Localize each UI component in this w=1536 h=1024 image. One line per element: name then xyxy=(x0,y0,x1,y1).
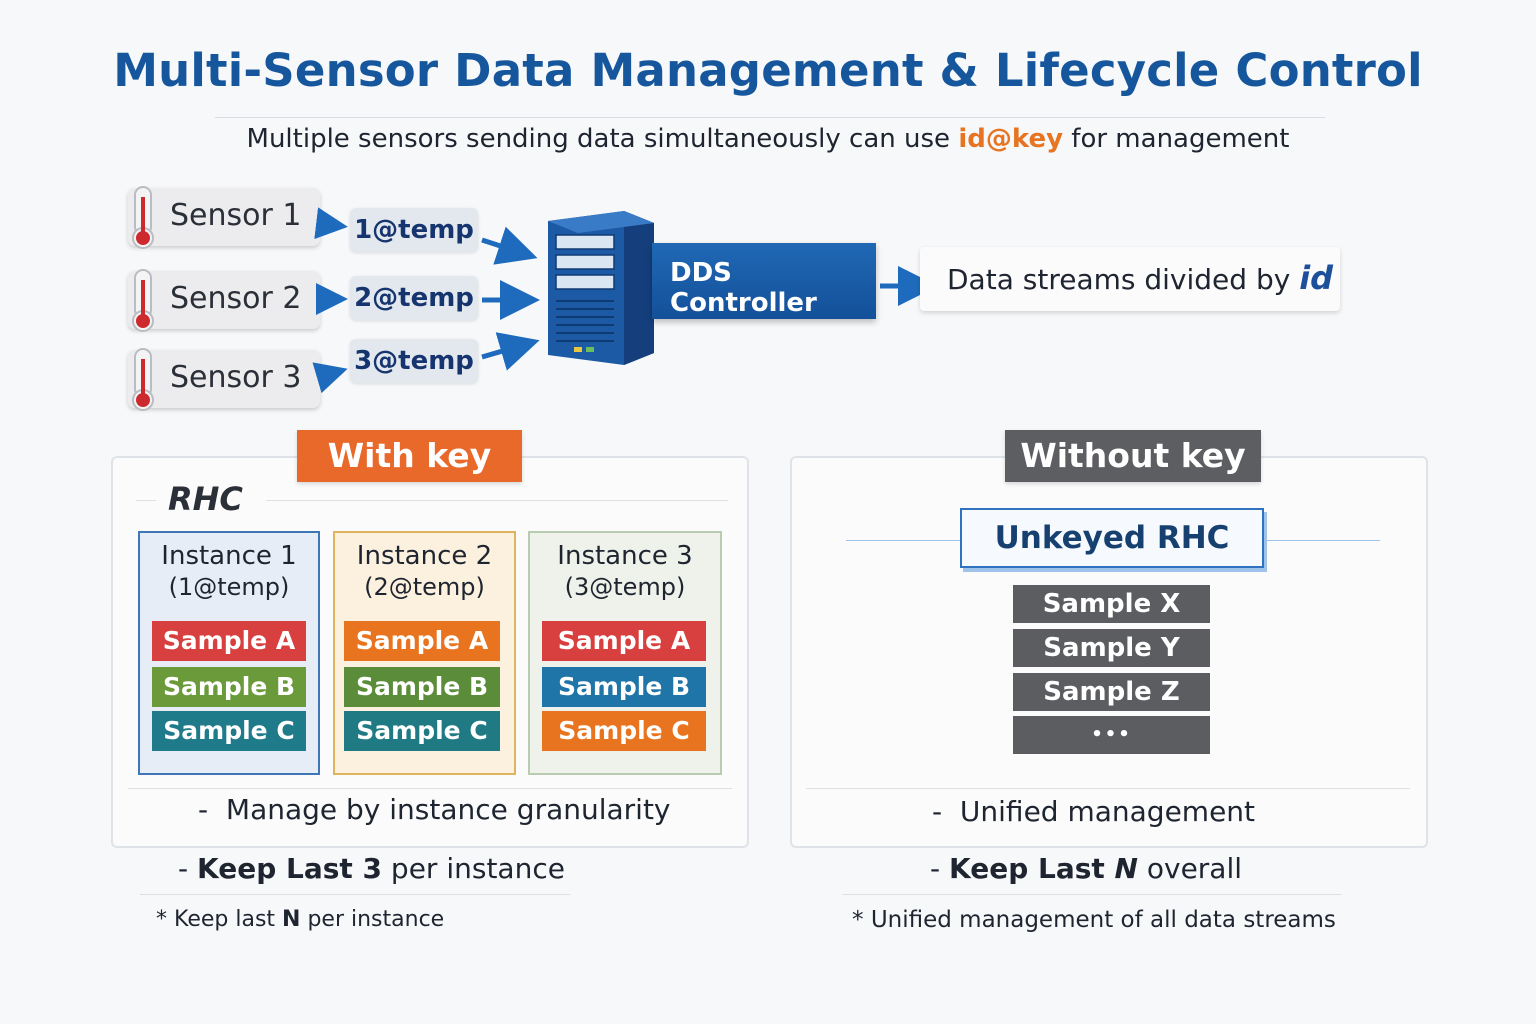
instance-1: Instance 1 (1@temp) Sample A Sample B Sa… xyxy=(138,531,320,775)
with-key-divider xyxy=(128,788,732,789)
thermometer-icon xyxy=(132,269,154,332)
sample-ellipsis: ••• xyxy=(1013,716,1210,754)
sensor-tag-1: 1@temp xyxy=(350,208,478,252)
footnote-bold: N xyxy=(282,907,301,932)
keep-last-rest: overall xyxy=(1137,852,1243,885)
unkeyed-rule-left xyxy=(846,540,962,541)
sensor1-arrow xyxy=(314,207,348,240)
keep-last-underline xyxy=(140,894,570,895)
instance-3: Instance 3 (3@temp) Sample A Sample B Sa… xyxy=(528,531,722,775)
tag3-arrow xyxy=(481,332,540,371)
instance-title: Instance 1 xyxy=(161,541,297,571)
sample-y: Sample Y xyxy=(1013,629,1210,667)
footnote-text: Unified management of all data streams xyxy=(870,907,1336,933)
sample-a: Sample A xyxy=(152,621,306,661)
sensor-label: Sensor 1 xyxy=(170,198,302,233)
sample-a: Sample A xyxy=(344,621,500,661)
sample-a: Sample A xyxy=(542,621,706,661)
sample-b: Sample B xyxy=(542,667,706,707)
rhc-rule-right xyxy=(266,500,728,501)
instance-title: Instance 3 xyxy=(557,541,693,571)
rhc-rule-left xyxy=(136,500,156,501)
tag1-arrow xyxy=(481,226,538,265)
footnote-prefix: Keep last xyxy=(174,907,283,932)
output-label: Data streams divided by id xyxy=(947,259,1333,297)
subtitle-highlight: id@key xyxy=(958,124,1064,154)
dds-controller: DDS Controller xyxy=(652,243,876,319)
sample-b: Sample B xyxy=(344,667,500,707)
thermometer-icon xyxy=(132,186,154,249)
sample-c: Sample C xyxy=(344,711,500,751)
sensor-2: Sensor 2 xyxy=(128,269,320,332)
thermometer-icon xyxy=(132,348,154,411)
page-title: Multi-Sensor Data Management & Lifecycle… xyxy=(113,44,1423,97)
keep-last-bold: Keep Last xyxy=(949,852,1115,885)
instance-key: (2@temp) xyxy=(364,573,485,601)
server-icon xyxy=(548,211,654,365)
with-key-footnote: * Keep last N per instance xyxy=(156,907,445,932)
subtitle: Multiple sensors sending data simultaneo… xyxy=(0,124,1536,154)
unkeyed-rule-right xyxy=(1262,540,1380,541)
output-streams-box: Data streams divided by id xyxy=(920,247,1340,311)
without-key-footnote: * Unified management of all data streams xyxy=(852,907,1336,933)
instance-title: Instance 2 xyxy=(356,541,493,571)
title-divider xyxy=(215,117,1325,118)
output-emphasis: id xyxy=(1299,259,1334,297)
with-key-tag: With key xyxy=(297,430,522,482)
controller-label: DDS Controller xyxy=(670,258,817,318)
rhc-label: RHC xyxy=(168,480,243,518)
sensor-3: Sensor 3 xyxy=(128,348,320,411)
instance-key: (1@temp) xyxy=(168,573,290,601)
sensor-1: Sensor 1 xyxy=(128,186,320,249)
sensor3-arrow xyxy=(312,362,348,394)
keep-last-bold: Keep Last 3 xyxy=(197,852,383,885)
with-key-note-text: Manage by instance granularity xyxy=(225,793,671,826)
subtitle-prefix: Multiple sensors sending data simultaneo… xyxy=(246,124,959,154)
without-key-tag: Without key xyxy=(1005,430,1261,482)
with-key-note: - Manage by instance granularity xyxy=(198,793,671,826)
sensor-label: Sensor 2 xyxy=(170,281,302,316)
output-prefix: Data streams divided by xyxy=(947,263,1300,296)
sample-c: Sample C xyxy=(152,711,306,751)
sample-x: Sample X xyxy=(1013,585,1210,623)
keep-last-underline-2 xyxy=(842,894,1342,895)
without-key-keep-last: - Keep Last N overall xyxy=(930,852,1243,885)
sensor-label: Sensor 3 xyxy=(170,360,302,395)
instance-2: Instance 2 (2@temp) Sample A Sample B Sa… xyxy=(333,531,516,775)
instance-key: (3@temp) xyxy=(564,573,686,601)
without-key-note: - Unified management xyxy=(932,795,1256,828)
keep-last-rest: per instance xyxy=(382,852,565,885)
sample-z: Sample Z xyxy=(1013,673,1210,711)
footnote-suffix: per instance xyxy=(300,907,445,932)
without-key-note-text: Unified management xyxy=(959,795,1256,828)
sample-b: Sample B xyxy=(152,667,306,707)
keep-last-n: N xyxy=(1114,852,1138,885)
unkeyed-rhc: Unkeyed RHC xyxy=(960,508,1264,568)
sensor-tag-2: 2@temp xyxy=(350,276,478,320)
flow-arrows xyxy=(312,207,938,394)
sensor-tag-3: 3@temp xyxy=(350,339,478,383)
without-key-divider xyxy=(806,788,1410,789)
with-key-keep-last: - Keep Last 3 per instance xyxy=(178,852,565,885)
sample-c: Sample C xyxy=(542,711,706,751)
subtitle-suffix: for management xyxy=(1063,124,1290,154)
